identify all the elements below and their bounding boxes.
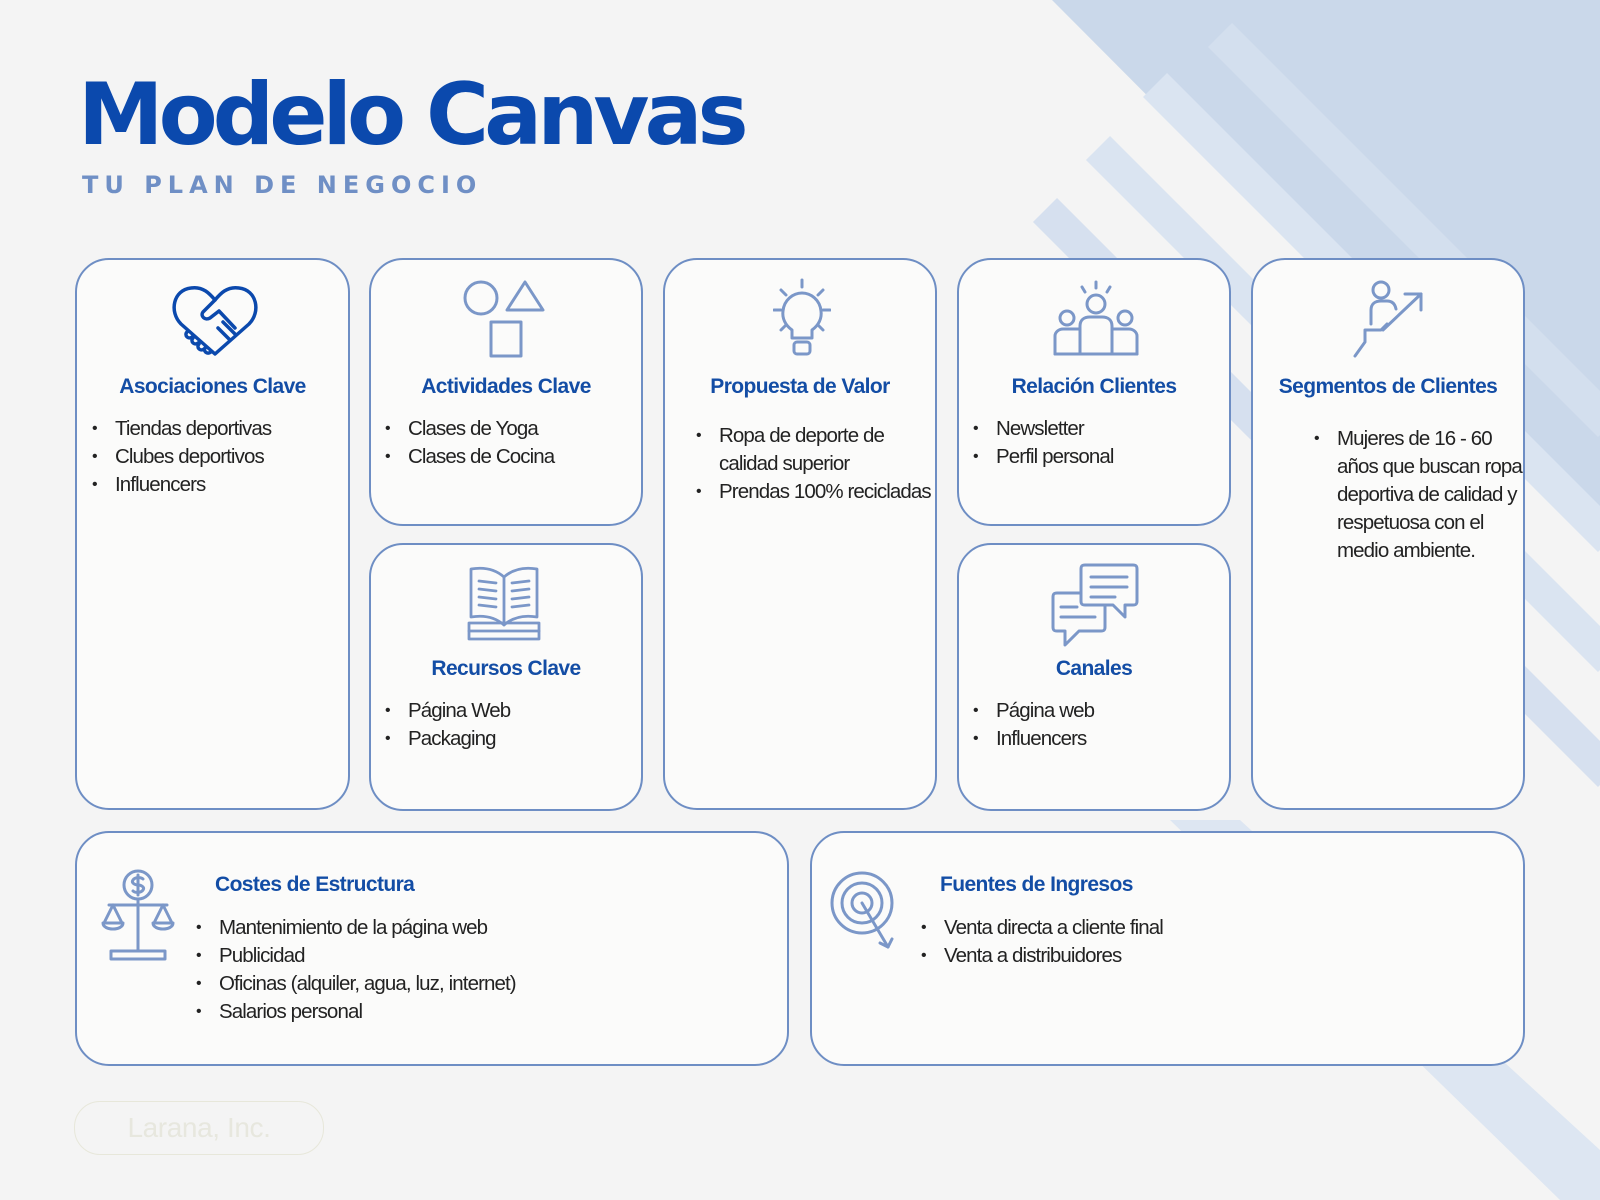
page-title: Modelo Canvas <box>78 65 749 165</box>
item-list: Clases de Yoga Clases de Cocina <box>384 415 653 471</box>
list-item: Clases de Cocina <box>385 443 653 471</box>
list-item: Mujeres de 16 - 60 años que buscan ropa … <box>1314 425 1529 565</box>
list-item: Venta directa a cliente final <box>921 914 1504 942</box>
scale-dollar-icon <box>101 869 175 961</box>
item-list: Venta directa a cliente final Venta a di… <box>920 914 1504 970</box>
list-item: Tiendas deportivas <box>92 415 360 443</box>
list-item: Influencers <box>92 471 360 499</box>
list-item: Clases de Yoga <box>385 415 653 443</box>
card-title: Fuentes de Ingresos <box>940 873 1133 896</box>
list-item: Prendas 100% recicladas <box>696 478 945 506</box>
list-item: Influencers <box>973 725 1241 753</box>
card-title: Recursos Clave <box>431 657 581 680</box>
card-asociaciones-clave: Asociaciones Clave Tiendas deportivas Cl… <box>75 258 350 810</box>
people-group-icon <box>1053 280 1139 356</box>
list-item: Página web <box>973 697 1241 725</box>
card-title: Propuesta de Valor <box>710 375 890 398</box>
list-item: Newsletter <box>973 415 1241 443</box>
card-costes-de-estructura: Costes de Estructura Mantenimiento de la… <box>75 831 789 1066</box>
open-book-icon <box>467 566 541 641</box>
list-item: Packaging <box>385 725 653 753</box>
card-propuesta-de-valor: Propuesta de Valor Ropa de deporte de ca… <box>663 258 937 810</box>
item-list: Mantenimiento de la página web Publicida… <box>195 914 779 1026</box>
list-item: Oficinas (alquiler, agua, luz, internet) <box>196 970 779 998</box>
handshake-heart-icon <box>172 285 258 356</box>
item-list: Newsletter Perfil personal <box>972 415 1241 471</box>
item-list: Tiendas deportivas Clubes deportivos Inf… <box>91 415 360 499</box>
card-title: Canales <box>1055 657 1133 680</box>
list-item: Página Web <box>385 697 653 725</box>
item-list: Página web Influencers <box>972 697 1241 753</box>
shapes-icon <box>463 280 545 358</box>
card-title: Relación Clientes <box>1011 375 1177 398</box>
list-item: Clubes deportivos <box>92 443 360 471</box>
card-title: Asociaciones Clave <box>119 375 306 398</box>
target-arrow-icon <box>830 871 894 949</box>
list-item: Venta a distribuidores <box>921 942 1504 970</box>
lightbulb-icon <box>773 278 831 356</box>
item-list: Mujeres de 16 - 60 años que buscan ropa … <box>1313 425 1529 565</box>
card-title: Actividades Clave <box>421 375 591 398</box>
card-relacion-clientes: Relación Clientes Newsletter Perfil pers… <box>957 258 1231 526</box>
item-list: Página Web Packaging <box>384 697 653 753</box>
card-canales: Canales Página web Influencers <box>957 543 1231 811</box>
list-item: Salarios personal <box>196 998 779 1026</box>
page-subtitle: TU PLAN DE NEGOCIO <box>82 171 483 199</box>
card-title: Costes de Estructura <box>215 873 415 896</box>
list-item: Publicidad <box>196 942 779 970</box>
list-item: Ropa de deporte de calidad superior <box>696 422 945 478</box>
card-actividades-clave: Actividades Clave Clases de Yoga Clases … <box>369 258 643 526</box>
item-list: Ropa de deporte de calidad superior Pren… <box>695 422 945 506</box>
watermark-logo: Larana, Inc. <box>74 1101 324 1155</box>
chat-bubbles-icon <box>1051 563 1139 647</box>
card-fuentes-de-ingresos: Fuentes de Ingresos Venta directa a clie… <box>810 831 1525 1066</box>
list-item: Perfil personal <box>973 443 1241 471</box>
person-growth-icon <box>1353 280 1423 358</box>
card-title: Segmentos de Clientes <box>1278 375 1498 398</box>
card-segmentos-de-clientes: Segmentos de Clientes Mujeres de 16 - 60… <box>1251 258 1525 810</box>
list-item: Mantenimiento de la página web <box>196 914 779 942</box>
card-recursos-clave: Recursos Clave Página Web Packaging <box>369 543 643 811</box>
